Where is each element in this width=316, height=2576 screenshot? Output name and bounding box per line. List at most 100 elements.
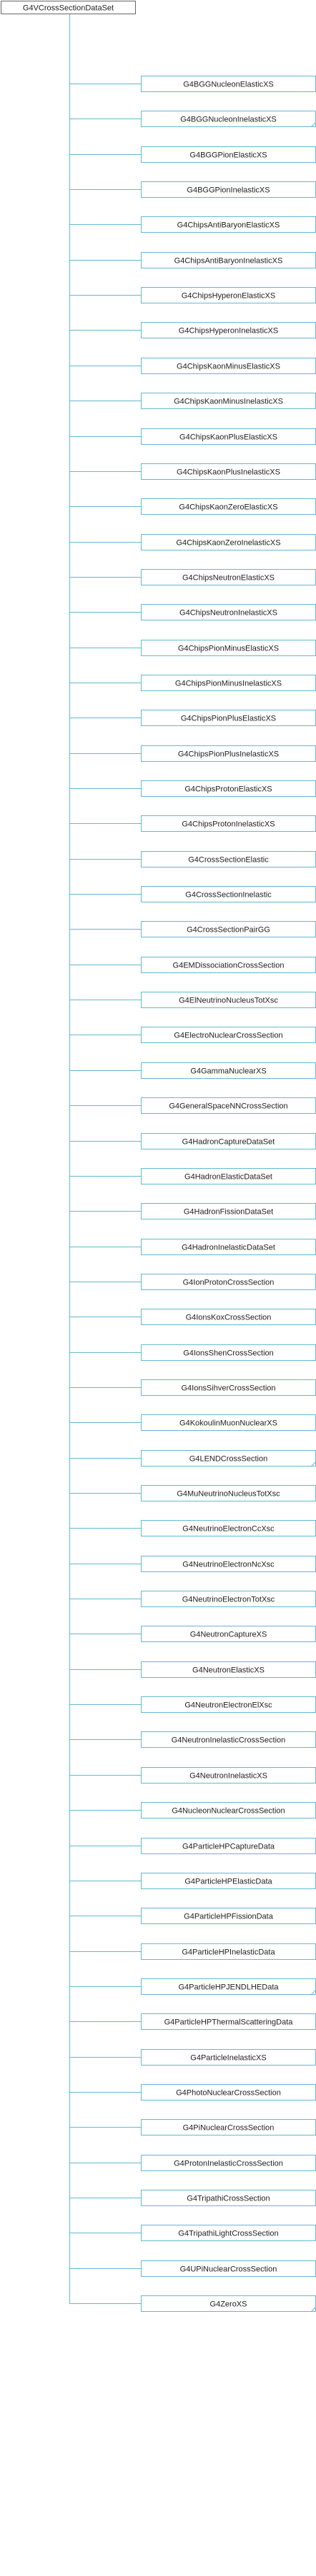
class-node-g4kokoulinmuonnuclearxs[interactable]: G4KokoulinMuonNuclearXS: [141, 1414, 316, 1431]
class-node-label: G4ElNeutrinoNucleusTotXsc: [179, 997, 278, 1005]
class-node-g4gammanuclearxs[interactable]: G4GammaNuclearXS: [141, 1062, 316, 1079]
class-node-g4crosssectionpairgg[interactable]: G4CrossSectionPairGG: [141, 921, 316, 937]
class-node-g4ionskoxcrosssection[interactable]: G4IonsKoxCrossSection: [141, 1309, 316, 1325]
class-node-label: G4HadronCaptureDataSet: [182, 1138, 275, 1147]
class-node-label: G4NeutronCaptureXS: [190, 1631, 267, 1639]
class-node-g4ionprotoncrosssection[interactable]: G4IonProtonCrossSection: [141, 1274, 316, 1290]
class-node-label: G4ChipsAntiBaryonElasticXS: [177, 221, 280, 230]
class-node-g4chipshyperoninelasticxs[interactable]: G4ChipsHyperonInelasticXS: [141, 322, 316, 338]
class-node-g4chipspionpluselasticxs[interactable]: G4ChipsPionPlusElasticXS: [141, 710, 316, 726]
class-node-label: G4NeutronElectronElXsc: [184, 1701, 272, 1710]
class-node-g4chipskaonpluselasticxs[interactable]: G4ChipsKaonPlusElasticXS: [141, 428, 316, 445]
class-node-g4hadroncapturedataset[interactable]: G4HadronCaptureDataSet: [141, 1133, 316, 1149]
class-node-label: G4PiNuclearCrossSection: [183, 2124, 275, 2133]
class-node-g4particlehpfissiondata[interactable]: G4ParticleHPFissionData: [141, 1908, 316, 1924]
class-node-g4ionsshencrosssection[interactable]: G4IonsShenCrossSection: [141, 1344, 316, 1361]
class-node-g4hadronfissiondataset[interactable]: G4HadronFissionDataSet: [141, 1203, 316, 1219]
class-node-g4neutrinoelectrontotxsc[interactable]: G4NeutrinoElectronTotXsc: [141, 1591, 316, 1607]
class-node-g4zeroxs[interactable]: G4ZeroXS: [141, 2295, 316, 2312]
class-node-g4chipshyperonelasticxs[interactable]: G4ChipsHyperonElasticXS: [141, 287, 316, 303]
class-node-g4neutroncapturexs[interactable]: G4NeutronCaptureXS: [141, 1626, 316, 1642]
class-node-g4chipspionplusinelasticxs[interactable]: G4ChipsPionPlusInelasticXS: [141, 745, 316, 762]
class-node-label: G4CrossSectionPairGG: [187, 926, 270, 935]
class-node-label: G4EMDissociationCrossSection: [173, 962, 285, 970]
class-node-g4tripathilightcrosssection[interactable]: G4TripathiLightCrossSection: [141, 2225, 316, 2241]
class-node-g4particlehpelasticdata[interactable]: G4ParticleHPElasticData: [141, 1873, 316, 1889]
class-node-g4neutrinoelectronncxsc[interactable]: G4NeutrinoElectronNcXsc: [141, 1556, 316, 1572]
class-node-label: G4BGGNucleonElasticXS: [183, 81, 274, 89]
class-node-g4muneutrinonucleustotxsc[interactable]: G4MuNeutrinoNucleusTotXsc: [141, 1485, 316, 1501]
class-node-g4crosssectionelastic[interactable]: G4CrossSectionElastic: [141, 851, 316, 867]
class-node-g4electronuclearcrosssection[interactable]: G4ElectroNuclearCrossSection: [141, 1027, 316, 1043]
class-node-g4bggpionelasticxs[interactable]: G4BGGPionElasticXS: [141, 146, 316, 163]
class-node-g4pinuclearcrosssection[interactable]: G4PiNuclearCrossSection: [141, 2119, 316, 2135]
class-node-label: G4ChipsNeutronElasticXS: [182, 574, 275, 583]
class-node-label: G4IonsShenCrossSection: [183, 1349, 274, 1358]
class-node-label: G4NeutronInelasticCrossSection: [172, 1736, 286, 1745]
folded-corner-mark: [311, 2307, 316, 2312]
class-node-g4neutronelectronelxsc[interactable]: G4NeutronElectronElXsc: [141, 1696, 316, 1713]
class-node-g4photonuclearcrosssection[interactable]: G4PhotoNuclearCrossSection: [141, 2084, 316, 2100]
class-node-g4generalspacenncrosssection[interactable]: G4GeneralSpaceNNCrossSection: [141, 1097, 316, 1114]
class-node-label: G4ParticleHPCaptureData: [182, 1843, 275, 1851]
class-node-label: G4ChipsHyperonInelasticXS: [179, 327, 278, 336]
class-node-g4neutroninelasticxs[interactable]: G4NeutronInelasticXS: [141, 1767, 316, 1783]
class-node-g4chipskaonzeroinelasticxs[interactable]: G4ChipsKaonZeroInelasticXS: [141, 534, 316, 550]
class-node-g4chipskaonminusinelasticxs[interactable]: G4ChipsKaonMinusInelasticXS: [141, 393, 316, 409]
class-node-g4chipskaonminuselasticxs[interactable]: G4ChipsKaonMinusElasticXS: [141, 358, 316, 374]
class-node-label: G4BGGPionInelasticXS: [187, 186, 270, 195]
class-node-g4upinuclearcrosssection[interactable]: G4UPiNuclearCrossSection: [141, 2260, 316, 2277]
class-node-g4lendcrosssection[interactable]: G4LENDCrossSection: [141, 1450, 316, 1466]
class-node-g4chipskaonplusinelasticxs[interactable]: G4ChipsKaonPlusInelasticXS: [141, 463, 316, 480]
class-node-label: G4NeutrinoElectronNcXsc: [182, 1561, 275, 1569]
class-node-label: G4ChipsKaonPlusInelasticXS: [177, 468, 280, 477]
class-node-g4crosssectioninelastic[interactable]: G4CrossSectionInelastic: [141, 886, 316, 902]
class-node-label: G4ElectroNuclearCrossSection: [174, 1032, 282, 1040]
class-node-g4neutroninelasticcrosssection[interactable]: G4NeutronInelasticCrossSection: [141, 1731, 316, 1748]
class-node-g4chipsprotoninelasticxs[interactable]: G4ChipsProtonInelasticXS: [141, 815, 316, 832]
class-node-g4chipsneutroninelasticxs[interactable]: G4ChipsNeutronInelasticXS: [141, 604, 316, 620]
class-node-g4tripathicrosssection[interactable]: G4TripathiCrossSection: [141, 2190, 316, 2206]
class-node-g4chipskaonzeroelasticxs[interactable]: G4ChipsKaonZeroElasticXS: [141, 498, 316, 515]
class-node-g4elneutrinonucleustotxsc[interactable]: G4ElNeutrinoNucleusTotXsc: [141, 992, 316, 1008]
class-node-g4particleinelasticxs[interactable]: G4ParticleInelasticXS: [141, 2049, 316, 2066]
class-node-g4hadroninelasticdataset[interactable]: G4HadronInelasticDataSet: [141, 1239, 316, 1255]
class-node-g4bggpioninelasticxs[interactable]: G4BGGPionInelasticXS: [141, 181, 316, 198]
class-node-g4neutronelasticxs[interactable]: G4NeutronElasticXS: [141, 1661, 316, 1678]
class-node-g4particlehpinelasticdata[interactable]: G4ParticleHPInelasticData: [141, 1943, 316, 1960]
class-node-label: G4ParticleHPFissionData: [184, 1913, 274, 1921]
class-node-g4neutrinoelectronccxsc[interactable]: G4NeutrinoElectronCcXsc: [141, 1520, 316, 1536]
class-node-label: G4ChipsAntiBaryonInelasticXS: [174, 257, 283, 266]
root-class-node[interactable]: G4VCrossSectionDataSet: [1, 1, 136, 14]
class-node-g4bggnucleoninelasticxs[interactable]: G4BGGNucleonInelasticXS: [141, 111, 316, 127]
class-node-label: G4ZeroXS: [210, 2300, 247, 2309]
class-node-g4chipsantibaryoninelasticxs[interactable]: G4ChipsAntiBaryonInelasticXS: [141, 252, 316, 268]
class-node-g4chipsneutronelasticxs[interactable]: G4ChipsNeutronElasticXS: [141, 569, 316, 585]
class-node-label: G4BGGNucleonInelasticXS: [180, 116, 277, 124]
class-node-g4emdissociationcrosssection[interactable]: G4EMDissociationCrossSection: [141, 957, 316, 973]
class-node-box: [1, 1, 136, 14]
class-node-label: G4ProtonInelasticCrossSection: [174, 2160, 283, 2168]
class-node-g4protoninelasticcrosssection[interactable]: G4ProtonInelasticCrossSection: [141, 2155, 316, 2171]
class-node-label: G4GammaNuclearXS: [190, 1067, 266, 1076]
class-node-g4chipspionminusinelasticxs[interactable]: G4ChipsPionMinusInelasticXS: [141, 675, 316, 691]
class-node-g4hadronelasticdataset[interactable]: G4HadronElasticDataSet: [141, 1168, 316, 1184]
class-node-g4nucleonnuclearcrosssection[interactable]: G4NucleonNuclearCrossSection: [141, 1802, 316, 1818]
class-node-label: G4IonProtonCrossSection: [183, 1279, 275, 1287]
class-node-g4chipsprotonelasticxs[interactable]: G4ChipsProtonElasticXS: [141, 780, 316, 797]
class-node-g4bggnucleonelasticxs[interactable]: G4BGGNucleonElasticXS: [141, 76, 316, 92]
class-node-label: G4NucleonNuclearCrossSection: [172, 1807, 285, 1816]
class-node-label: G4ChipsKaonMinusElasticXS: [177, 363, 280, 371]
class-node-label: G4ChipsKaonPlusElasticXS: [179, 433, 277, 442]
class-node-label: G4GeneralSpaceNNCrossSection: [169, 1102, 287, 1111]
class-node-g4particlehpjendlhedata[interactable]: G4ParticleHPJENDLHEData: [141, 1978, 316, 1995]
class-node-label: G4LENDCrossSection: [189, 1455, 267, 1464]
class-node-g4chipspionminuselasticxs[interactable]: G4ChipsPionMinusElasticXS: [141, 640, 316, 656]
class-node-g4chipsantibaryonelasticxs[interactable]: G4ChipsAntiBaryonElasticXS: [141, 216, 316, 233]
class-node-g4particlehpthermalscatteringdata[interactable]: G4ParticleHPThermalScatteringData: [141, 2013, 316, 2030]
class-node-label: G4HadronElasticDataSet: [184, 1173, 272, 1182]
class-node-label: G4ParticleHPElasticData: [184, 1878, 272, 1886]
class-node-label: G4MuNeutrinoNucleusTotXsc: [177, 1490, 280, 1499]
class-node-g4ionssihvercrosssection[interactable]: G4IonsSihverCrossSection: [141, 1379, 316, 1396]
class-node-g4particlehpcapturedata[interactable]: G4ParticleHPCaptureData: [141, 1838, 316, 1854]
